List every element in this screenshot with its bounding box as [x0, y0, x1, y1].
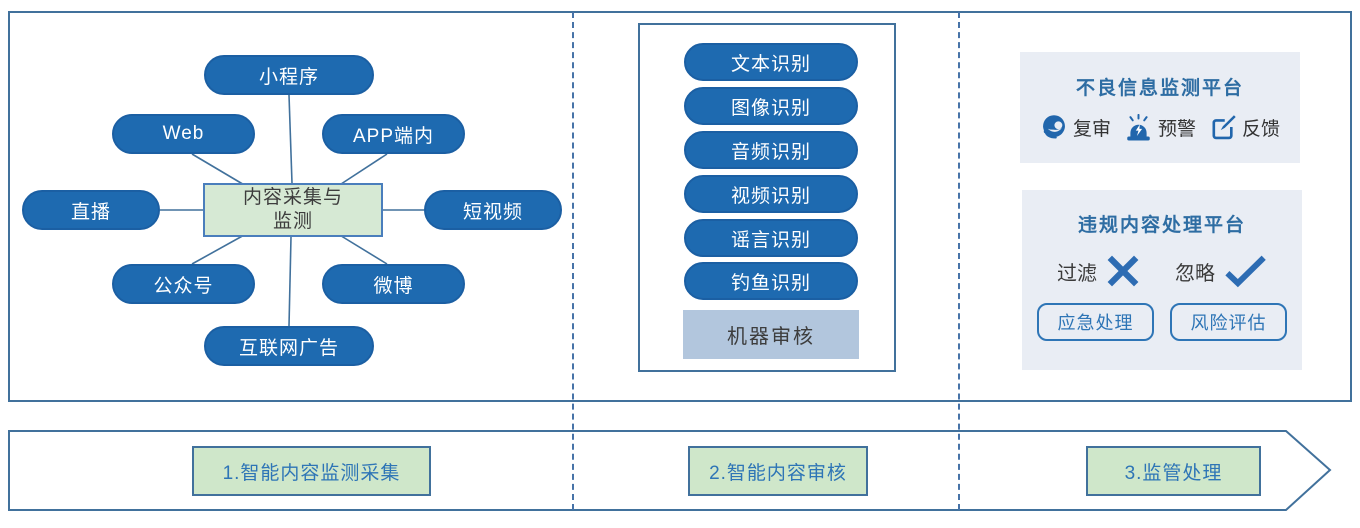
stage-label-2: 2.智能内容审核 [688, 446, 868, 496]
stage-label-3: 3.监管处理 [1086, 446, 1261, 496]
siren-icon [1127, 113, 1150, 140]
source-node-web: Web [112, 114, 255, 154]
dashed-separator-2 [958, 12, 960, 510]
recognition-container: 文本识别 图像识别 音频识别 视频识别 谣言识别 钓鱼识别 机器审核 [638, 23, 896, 372]
handle-platform-panel: 违规内容处理平台 过滤 忽略 应急处理 风险评估 [1022, 190, 1302, 370]
handle-platform-buttons: 应急处理 风险评估 [1022, 303, 1302, 341]
source-node-miniprogram: 小程序 [204, 55, 374, 95]
headset-icon [1043, 115, 1065, 139]
machine-audit-box: 机器审核 [683, 310, 859, 359]
hub-content-collection-box: 内容采集与 监测 [203, 183, 383, 237]
monitor-platform-title: 不良信息监测平台 [1075, 78, 1244, 99]
x-icon [1107, 255, 1139, 287]
hub-label-line1: 内容采集与 [242, 187, 343, 209]
filter-label: 过滤 [1057, 262, 1097, 285]
source-node-internet-ads: 互联网广告 [204, 326, 374, 366]
source-node-weibo: 微博 [322, 264, 465, 304]
handle-platform-title: 违规内容处理平台 [1077, 215, 1246, 236]
check-icon [1225, 255, 1266, 288]
recognition-pill-text: 文本识别 [684, 43, 858, 81]
monitor-platform-icon-row: 复审 预警 反馈 [1020, 113, 1300, 141]
ignore-label: 忽略 [1175, 262, 1215, 285]
recognition-pill-image: 图像识别 [684, 87, 858, 125]
recognition-pill-audio: 音频识别 [684, 131, 858, 169]
risk-assess-button: 风险评估 [1170, 303, 1287, 341]
handle-platform-action-row: 过滤 忽略 [1022, 253, 1302, 289]
filter-item: 过滤 [1057, 253, 1141, 289]
source-node-shortvideo: 短视频 [424, 190, 562, 230]
source-node-livestream: 直播 [22, 190, 160, 230]
review-label: 复审 [1072, 118, 1111, 140]
ignore-item: 忽略 [1175, 254, 1267, 288]
alert-item: 预警 [1124, 113, 1196, 141]
recognition-pill-video: 视频识别 [684, 175, 858, 213]
hub-label-line2: 监测 [272, 211, 313, 232]
dashed-separator-1 [572, 12, 574, 510]
feedback-item: 反馈 [1209, 113, 1280, 141]
alert-label: 预警 [1157, 118, 1196, 140]
recognition-pill-rumor: 谣言识别 [684, 219, 858, 257]
source-node-app: APP端内 [322, 114, 465, 154]
feedback-label: 反馈 [1242, 118, 1281, 140]
monitor-platform-panel: 不良信息监测平台 复审 预警 [1020, 52, 1300, 163]
review-item: 复审 [1040, 113, 1111, 141]
source-node-official-account: 公众号 [112, 264, 255, 304]
recognition-pill-phishing: 钓鱼识别 [684, 262, 858, 300]
emergency-handle-button: 应急处理 [1037, 303, 1154, 341]
stage-label-1: 1.智能内容监测采集 [192, 446, 431, 496]
edit-icon [1212, 115, 1236, 140]
